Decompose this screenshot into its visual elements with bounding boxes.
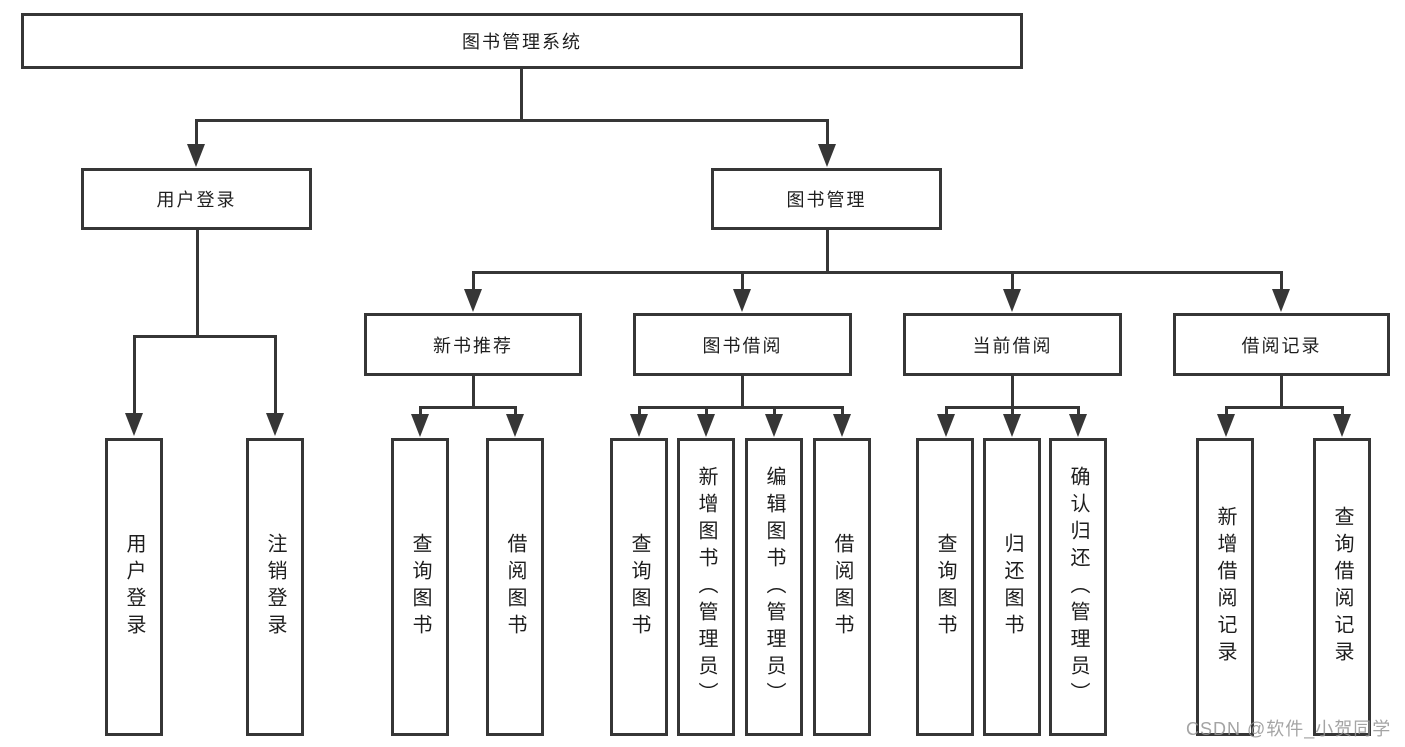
leaf-query-book-current: 查询图书 [916,438,974,736]
connector-line [519,69,523,122]
watermark: CSDN @软件_小贺同学 [1186,719,1392,739]
arrowhead-icon [1272,289,1290,312]
arrowhead-icon [818,144,836,167]
node-current-borrow: 当前借阅 [903,313,1122,376]
arrowhead-icon [833,414,851,437]
arrow-stem [637,407,641,420]
node-label: 图书管理 [786,190,867,210]
arrow-stem [1076,407,1080,420]
connector-line [1279,376,1283,409]
connector-line [194,119,829,122]
leaf-user-login: 用户登录 [105,438,163,736]
node-label: 图书管理系统 [462,32,582,52]
leaf-query-book-recommend: 查询图书 [391,438,449,736]
arrowhead-icon [1003,289,1021,312]
arrowhead-icon [1333,414,1351,437]
leaf-add-borrow-record: 新增借阅记录 [1196,438,1254,736]
node-label: 新增借阅记录 [1214,506,1236,668]
node-label: 查询图书 [409,533,431,641]
arrow-stem [1340,407,1344,420]
node-label: 查询图书 [628,533,650,641]
leaf-borrow-book: 借阅图书 [813,438,871,736]
node-label: 图书借阅 [702,335,783,356]
arrow-stem [132,336,136,419]
arrow-stem [1010,407,1014,420]
leaf-confirm-return-admin: 确认归还（管理员） [1049,438,1107,736]
node-label: 新书推荐 [433,335,513,356]
arrow-stem [194,119,198,150]
arrow-stem [1279,272,1283,295]
leaf-query-book-borrow: 查询图书 [610,438,668,736]
arrow-stem [772,407,776,420]
node-label: 借阅图书 [504,533,526,641]
arrow-stem [1224,407,1228,420]
arrow-stem [418,407,422,420]
leaf-return-book: 归还图书 [983,438,1041,736]
arrow-stem [740,272,744,295]
connector-line [195,230,199,338]
leaf-logout-login: 注销登录 [246,438,304,736]
arrowhead-icon [1003,414,1021,437]
node-borrow-records: 借阅记录 [1173,313,1390,376]
arrowhead-icon [937,414,955,437]
arrowhead-icon [630,414,648,437]
connector-line [471,376,475,409]
arrowhead-icon [266,413,284,436]
node-root: 图书管理系统 [21,13,1023,69]
leaf-edit-book-admin: 编辑图书（管理员） [745,438,803,736]
node-label: 用户登录 [156,190,237,210]
connector-line [1010,376,1014,409]
connector-line [1224,406,1344,409]
leaf-query-borrow-record: 查询借阅记录 [1313,438,1371,736]
arrowhead-icon [187,144,205,167]
node-label: 归还图书 [1001,533,1023,641]
node-label: 编辑图书（管理员） [763,465,785,709]
leaf-add-book-admin: 新增图书（管理员） [677,438,735,736]
node-label: 用户登录 [123,533,145,641]
arrowhead-icon [506,414,524,437]
arrow-stem [944,407,948,420]
arrowhead-icon [733,289,751,312]
node-label: 新增图书（管理员） [695,465,717,709]
arrowhead-icon [1217,414,1235,437]
arrowhead-icon [411,414,429,437]
arrowhead-icon [697,414,715,437]
arrow-stem [471,272,475,295]
arrow-stem [273,336,277,419]
connector-line [825,230,829,274]
arrow-stem [1010,272,1014,295]
connector-line [740,376,744,409]
arrow-stem [513,407,517,420]
connector-line [637,406,844,409]
connector-line [132,335,277,338]
arrowhead-icon [125,413,143,436]
arrow-stem [704,407,708,420]
connector-line [418,406,517,409]
arrowhead-icon [765,414,783,437]
node-new-book-recommend: 新书推荐 [364,313,582,376]
arrow-stem [825,119,829,150]
arrow-stem [840,407,844,420]
node-user-login: 用户登录 [81,168,312,230]
arrowhead-icon [1069,414,1087,437]
node-book-management: 图书管理 [711,168,942,230]
node-label: 借阅记录 [1241,335,1322,356]
node-label: 借阅图书 [831,533,853,641]
node-label: 查询借阅记录 [1331,506,1353,668]
node-label: 查询图书 [934,533,956,641]
arrowhead-icon [464,289,482,312]
node-book-borrow: 图书借阅 [633,313,852,376]
node-label: 当前借阅 [972,335,1053,356]
leaf-borrow-book-recommend: 借阅图书 [486,438,544,736]
node-label: 注销登录 [264,533,286,641]
node-label: 确认归还（管理员） [1067,465,1089,709]
connector-line [471,271,1283,274]
